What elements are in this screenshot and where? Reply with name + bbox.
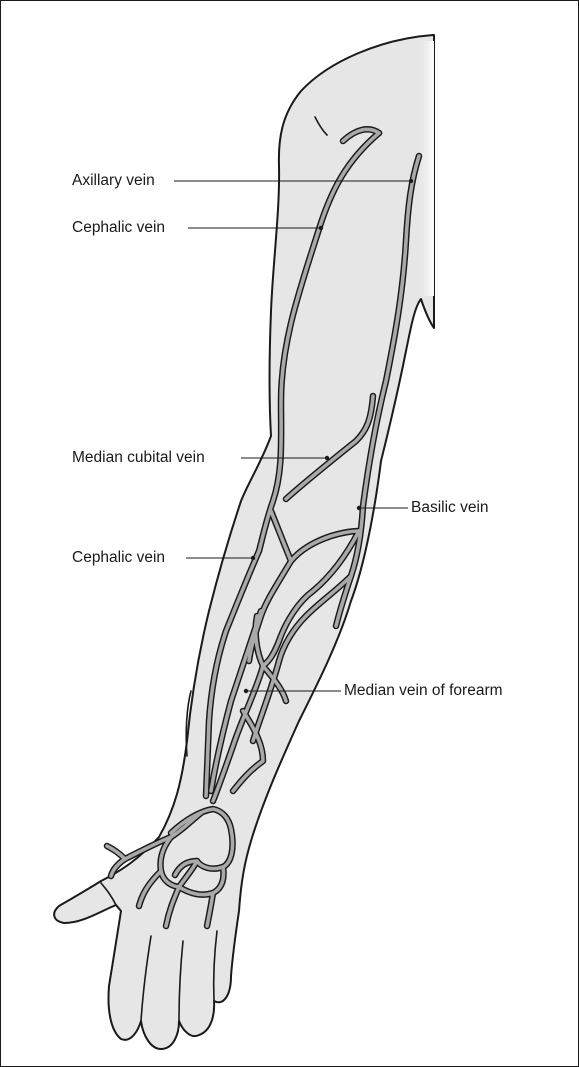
marker-basilic (357, 506, 361, 510)
marker-median-forearm (244, 689, 248, 693)
label-axillary-vein: Axillary vein (72, 172, 155, 189)
marker-cephalic-lower (251, 556, 255, 560)
label-median-cubital-vein: Median cubital vein (72, 449, 205, 466)
marker-axillary (409, 179, 413, 183)
label-median-vein-of-forearm: Median vein of forearm (344, 682, 503, 699)
marker-median-cubital (325, 456, 329, 460)
marker-cephalic-upper (319, 226, 323, 230)
label-cephalic-vein-upper: Cephalic vein (72, 219, 165, 236)
label-cephalic-vein-lower: Cephalic vein (72, 549, 165, 566)
label-basilic-vein: Basilic vein (411, 499, 489, 516)
